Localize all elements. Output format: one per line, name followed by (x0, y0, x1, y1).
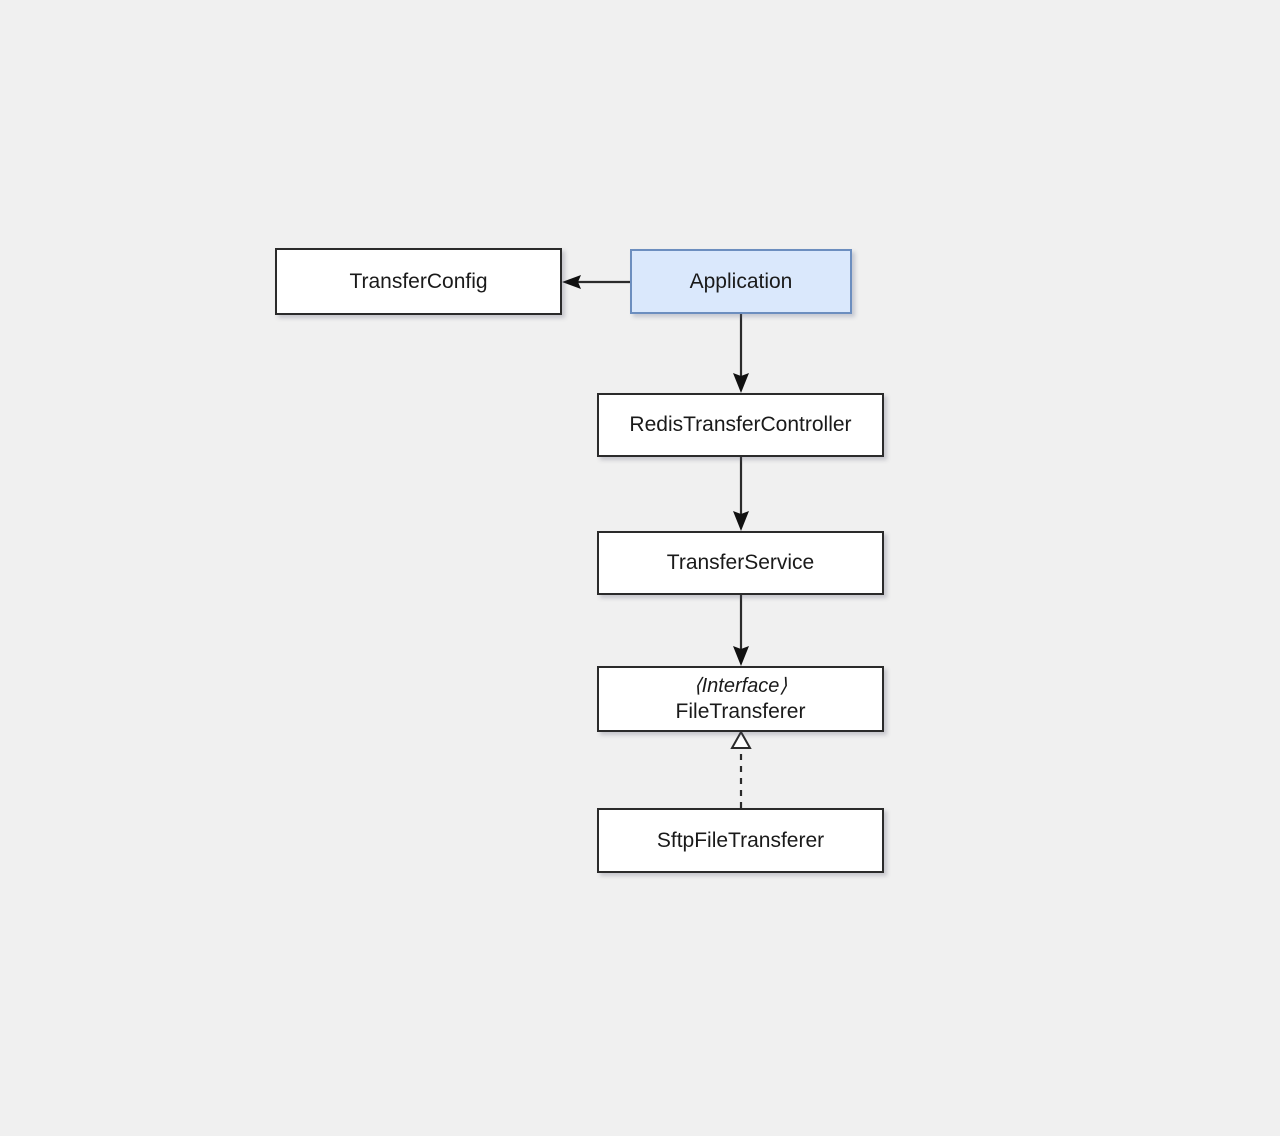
node-file-transferer[interactable]: ⟨Interface⟩ FileTransferer (597, 666, 884, 732)
node-sftp-file-transferer-label: SftpFileTransferer (656, 828, 825, 852)
node-sftp-file-transferer[interactable]: SftpFileTransferer (597, 808, 884, 873)
node-transfer-config[interactable]: TransferConfig (275, 248, 562, 315)
node-file-transferer-label: FileTransferer (675, 699, 806, 723)
node-application-label: Application (689, 269, 793, 293)
node-redis-transfer-controller-label: RedisTransferController (629, 413, 852, 437)
edge-application-to-transfer-config (562, 275, 630, 289)
node-transfer-service-label: TransferService (666, 551, 815, 575)
edge-application-to-redis-transfer-controller (733, 314, 749, 393)
edge-transfer-service-to-file-transferer (733, 595, 749, 666)
node-application[interactable]: Application (630, 249, 852, 314)
edge-redis-transfer-controller-to-transfer-service (733, 457, 749, 531)
edge-sftp-file-transferer-implements-file-transferer (730, 729, 752, 808)
node-transfer-config-label: TransferConfig (349, 269, 488, 293)
node-transfer-service[interactable]: TransferService (597, 531, 884, 595)
node-redis-transfer-controller[interactable]: RedisTransferController (597, 393, 884, 457)
node-file-transferer-stereotype: ⟨Interface⟩ (693, 674, 788, 697)
